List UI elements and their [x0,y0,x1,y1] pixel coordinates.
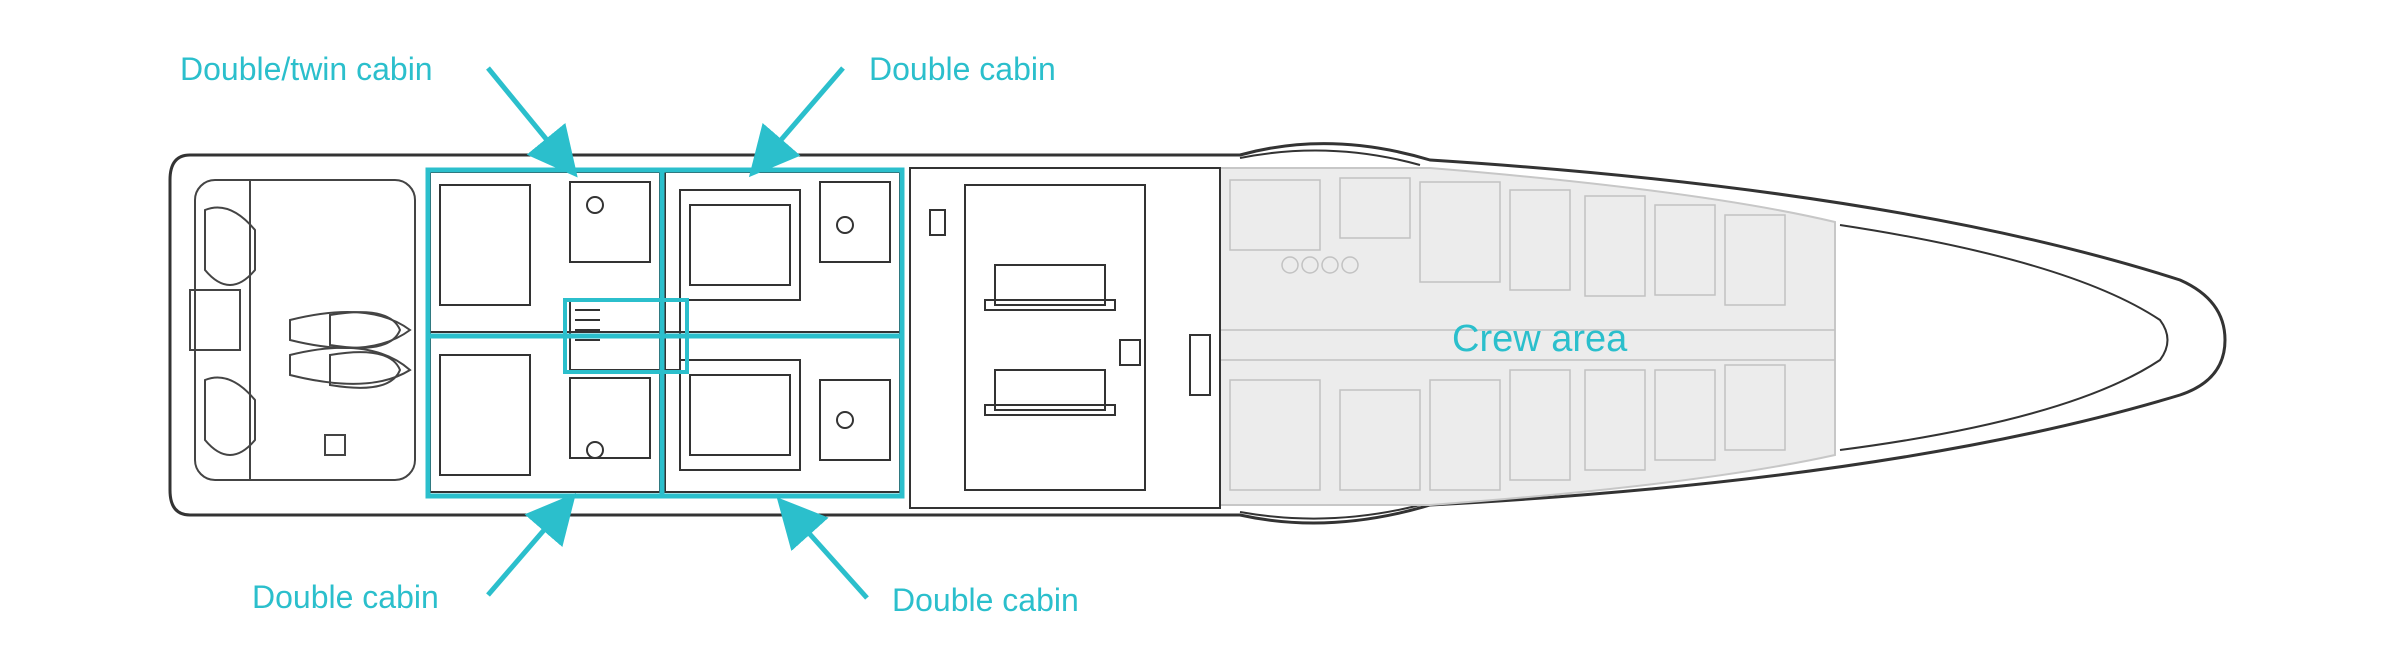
label-crew-area: Crew area [1452,318,1628,360]
arrow-bottom-right [776,497,869,600]
label-double-cabin-bottom-left: Double cabin [252,579,439,615]
crew-area-region [1219,167,1836,506]
callout-arrows [486,66,869,600]
cabins-detail [429,171,901,493]
arrow-bottom-left [486,492,577,597]
arrow-top-right [748,66,845,178]
arrow-top-left [486,66,578,178]
cabin-top-right-outline [659,167,905,339]
corridor-outline [563,298,689,374]
aft-deck [189,179,416,481]
cabin-double-twin-outline [425,167,665,339]
label-double-cabin-bottom-right: Double cabin [892,582,1079,618]
saloon [909,167,1221,509]
label-double-twin-cabin: Double/twin cabin [180,51,433,87]
hull [168,142,2227,525]
cabin-bottom-left-outline [425,333,665,499]
cabin-bottom-right-outline [659,333,905,499]
label-double-cabin-top: Double cabin [869,51,1056,87]
